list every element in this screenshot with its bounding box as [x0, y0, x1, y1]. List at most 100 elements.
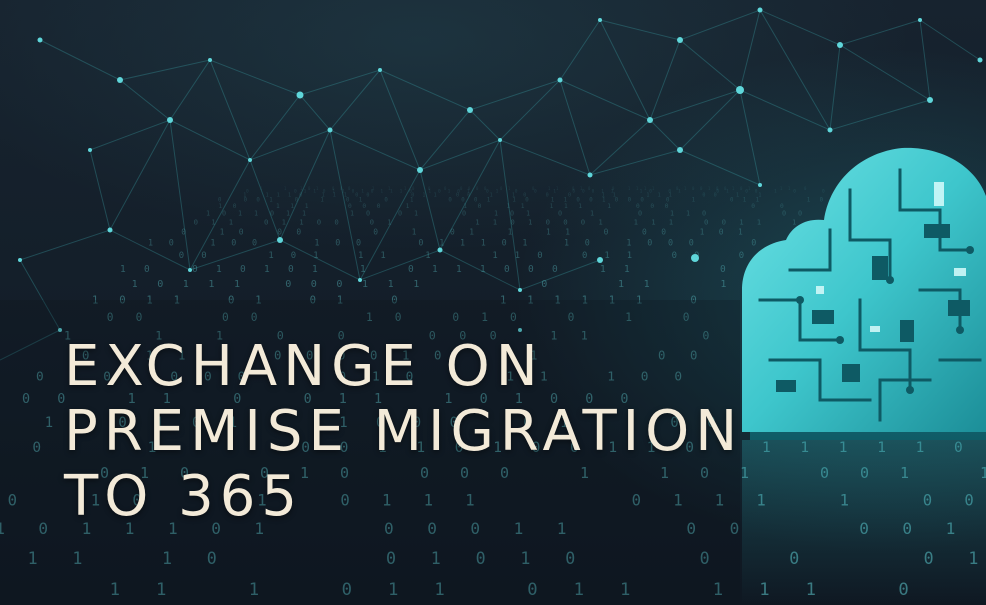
binary-digit: 1 — [598, 217, 602, 226]
binary-digit: 1 — [540, 370, 548, 385]
binary-digit: 0 — [661, 227, 666, 236]
binary-digit: 1 — [402, 349, 409, 363]
binary-digit: 1 — [155, 329, 162, 343]
binary-digit: 0 — [384, 519, 394, 538]
binary-digit: 0 — [157, 279, 163, 290]
binary-digit: 0 — [36, 370, 44, 385]
binary-digit: 0 — [500, 464, 509, 482]
binary-digit: 0 — [459, 329, 466, 343]
binary-digit: 1 — [487, 198, 491, 204]
binary-digit: 1 — [738, 227, 743, 236]
binary-digit: 0 — [317, 217, 321, 226]
binary-digit: 1 — [337, 294, 343, 306]
binary-digit: 1 — [644, 186, 647, 191]
binary-digit: 0 — [468, 186, 471, 191]
binary-digit: 0 — [231, 238, 236, 248]
binary-digit: 0 — [484, 186, 487, 191]
binary-digit: 1 — [360, 264, 366, 275]
binary-digit: 0 — [211, 519, 221, 538]
binary-digit: 0 — [169, 238, 174, 248]
binary-digit: 1 — [496, 189, 499, 195]
binary-digit: 1 — [636, 294, 642, 306]
binary-digit: 1 — [276, 203, 280, 210]
binary-digit: 1 — [564, 198, 568, 204]
binary-digit: 0 — [429, 329, 436, 343]
binary-digit: 0 — [570, 440, 579, 456]
binary-digit: 0 — [370, 217, 374, 226]
binary-digit: 0 — [461, 198, 465, 204]
binary-digit: 0 — [510, 217, 514, 226]
binary-digit: 0 — [546, 217, 550, 226]
binary-digit: 1 — [551, 198, 555, 204]
binary-digit: 0 — [692, 186, 695, 191]
binary-digit: 0 — [704, 217, 708, 226]
binary-digit: 0 — [411, 193, 414, 199]
binary-digit: 0 — [690, 294, 696, 306]
binary-digit: 0 — [476, 549, 486, 568]
binary-digit: 0 — [720, 264, 726, 275]
binary-digit: 1 — [530, 349, 537, 363]
binary-digit: 1 — [625, 311, 632, 324]
binary-digit: 1 — [647, 440, 656, 456]
binary-digit: 0 — [340, 464, 349, 482]
binary-digit: 1 — [601, 189, 604, 195]
binary-digit: 1 — [757, 217, 761, 226]
binary-digit: 0 — [714, 193, 717, 199]
binary-digit: 0 — [32, 440, 41, 456]
binary-digit: 1 — [82, 519, 92, 538]
binary-digit: 0 — [335, 238, 340, 248]
binary-digit: 1 — [257, 491, 266, 509]
binary-digit: 0 — [690, 349, 697, 363]
binary-digit: 0 — [252, 238, 257, 248]
binary-digit: 1 — [380, 189, 383, 195]
binary-digit: 1 — [366, 311, 373, 324]
binary-digit: 1 — [424, 491, 433, 509]
binary-digit: 0 — [301, 440, 310, 456]
binary-digit: 1 — [627, 251, 632, 261]
binary-digit: 1 — [602, 193, 605, 199]
binary-digit: 1 — [260, 186, 263, 191]
binary-digit: 1 — [216, 329, 223, 343]
binary-digit: 1 — [361, 189, 364, 195]
binary-digit: 1 — [609, 294, 615, 306]
binary-digit: 0 — [523, 193, 526, 199]
binary-digit: 1 — [210, 238, 215, 248]
binary-digit: 0 — [340, 440, 349, 456]
binary-digit: 0 — [822, 189, 825, 195]
binary-digit: 1 — [520, 549, 530, 568]
binary-digit: 0 — [233, 203, 237, 210]
binary-digit: 1 — [607, 370, 615, 385]
binary-digit: 1 — [316, 186, 319, 191]
binary-digit: 1 — [208, 279, 214, 290]
binary-digit: 0 — [119, 294, 125, 306]
binary-digit: 0 — [274, 349, 281, 363]
binary-digit: 0 — [683, 311, 690, 324]
binary-digit: 0 — [702, 210, 706, 218]
binary-digit: 0 — [641, 370, 649, 385]
binary-digit: 1 — [493, 440, 502, 456]
binary-digit: 1 — [456, 264, 462, 275]
binary-digit: 0 — [534, 189, 537, 195]
binary-digit: 0 — [308, 186, 311, 191]
binary-digit: 0 — [546, 193, 549, 199]
binary-digit: 1 — [493, 217, 497, 226]
binary-digit: 1 — [313, 251, 318, 261]
binary-digit: 0 — [371, 189, 374, 195]
binary-digit: 0 — [588, 186, 591, 191]
binary-digit: 1 — [611, 189, 614, 195]
binary-digit: 0 — [238, 370, 246, 385]
binary-digit: 0 — [192, 264, 198, 275]
binary-digit: 1 — [286, 210, 290, 218]
binary-digit: 1 — [70, 370, 78, 385]
binary-digit: 1 — [378, 440, 387, 456]
binary-digit: 1 — [342, 189, 345, 195]
binary-digit: 1 — [554, 294, 560, 306]
binary-digit: 0 — [310, 294, 316, 306]
binary-digit: 0 — [8, 491, 17, 509]
binary-digit: 0 — [694, 251, 699, 261]
binary-digit: 0 — [558, 210, 562, 218]
binary-digit: 1 — [439, 238, 444, 248]
binary-digit: 1 — [339, 415, 347, 431]
binary-digit: 1 — [506, 370, 514, 385]
